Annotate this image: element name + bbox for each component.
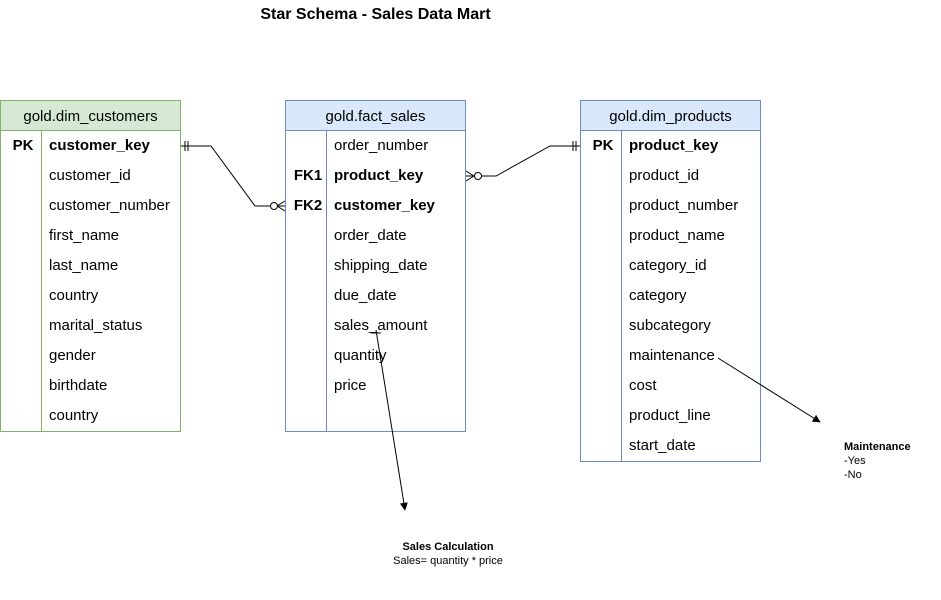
sales-note-title: Sales Calculation	[402, 541, 494, 553]
field-name: category	[629, 287, 687, 304]
table-row[interactable]: marital_status	[1, 311, 180, 341]
sales-calculation-note: Sales Calculation Sales= quantity * pric…	[376, 540, 520, 568]
maintenance-note-title: Maintenance	[844, 441, 911, 453]
zero-mark-icon	[270, 202, 278, 210]
table-row[interactable]: subcategory	[581, 311, 760, 341]
field-name: product_line	[629, 407, 711, 424]
table-row[interactable]: product_number	[581, 191, 760, 221]
table-row[interactable]: order_date	[286, 221, 465, 251]
field-name: product_id	[629, 167, 700, 184]
field-name: marital_status	[49, 317, 143, 334]
table-row[interactable]: start_date	[581, 431, 760, 461]
field-name: sales_amount	[334, 317, 428, 334]
table-row[interactable]: first_name	[1, 221, 180, 251]
table-header: gold.dim_customers	[1, 101, 180, 131]
field-name: first_name	[49, 227, 120, 244]
table-row[interactable]: product_id	[581, 161, 760, 191]
table-row[interactable]: gender	[1, 341, 180, 371]
relationship-sales-to-products[interactable]	[465, 141, 580, 182]
sales-amount-arrow	[375, 329, 408, 511]
table-row[interactable]: product_line	[581, 401, 760, 431]
field-name: quantity	[334, 347, 387, 364]
table-dim-products[interactable]: gold.dim_products PK product_key product_i…	[580, 100, 761, 462]
field-name: maintenance	[629, 347, 715, 364]
key-label: FK2	[293, 197, 323, 214]
table-row[interactable]: cost	[581, 371, 760, 401]
sales-note-formula: Sales= quantity * price	[393, 555, 503, 567]
table-row[interactable]: PK customer_key	[1, 131, 180, 161]
field-name: gender	[49, 347, 96, 364]
field-name: country	[49, 407, 99, 424]
table-row[interactable]: country	[1, 281, 180, 311]
field-name: customer_number	[49, 197, 170, 214]
zero-mark-icon	[474, 172, 482, 180]
field-name: last_name	[49, 257, 119, 274]
maintenance-note-line: -No	[844, 469, 862, 481]
table-row[interactable]: category_id	[581, 251, 760, 281]
field-name: product_number	[629, 197, 739, 214]
table-row[interactable]: FK1 product_key	[286, 161, 465, 191]
field-name: category_id	[629, 257, 707, 274]
field-name: product_key	[629, 137, 719, 154]
field-name: product_key	[334, 167, 424, 184]
key-label: PK	[592, 137, 614, 154]
maintenance-note-line: -Yes	[844, 455, 866, 467]
field-name: customer_key	[334, 197, 435, 214]
table-row[interactable]: sales_amount	[286, 311, 465, 341]
table-row[interactable]: price	[286, 371, 465, 401]
table-row[interactable]: customer_number	[1, 191, 180, 221]
crowfoot-icon	[276, 200, 286, 207]
table-body: PK customer_key customer_id customer_number…	[1, 131, 180, 431]
key-column-divider	[286, 131, 327, 431]
table-row[interactable]: order_number	[286, 131, 465, 161]
table-row[interactable]: due_date	[286, 281, 465, 311]
table-header: gold.fact_sales	[286, 101, 465, 131]
field-name: product_name	[629, 227, 725, 244]
table-row[interactable]: PK product_key	[581, 131, 760, 161]
field-name: due_date	[334, 287, 397, 304]
field-name: customer_key	[49, 137, 150, 154]
field-name: birthdate	[49, 377, 108, 394]
crowfoot-icon	[276, 205, 286, 212]
table-row[interactable]: last_name	[1, 251, 180, 281]
table-row[interactable]: maintenance	[581, 341, 760, 371]
field-name: shipping_date	[334, 257, 428, 274]
field-name: country	[49, 287, 99, 304]
key-column-divider	[581, 131, 622, 461]
diagram-title: Star Schema - Sales Data Mart	[260, 6, 491, 23]
table-row[interactable]: shipping_date	[286, 251, 465, 281]
relationship-customers-to-sales[interactable]	[181, 141, 286, 212]
crowfoot-icon	[465, 170, 475, 177]
field-name: price	[334, 377, 367, 394]
field-name: cost	[629, 377, 657, 394]
maintenance-note: Maintenance -Yes -No	[844, 440, 911, 482]
table-header: gold.dim_products	[581, 101, 760, 131]
key-label: FK1	[293, 167, 323, 184]
field-name: customer_id	[49, 167, 131, 184]
table-row[interactable]: category	[581, 281, 760, 311]
key-label: PK	[12, 137, 34, 154]
table-row[interactable]: FK2 customer_key	[286, 191, 465, 221]
table-row[interactable]: birthdate	[1, 371, 180, 401]
table-row[interactable]: customer_id	[1, 161, 180, 191]
maintenance-arrow	[717, 357, 821, 423]
field-name: order_number	[334, 137, 429, 154]
field-name: subcategory	[629, 317, 711, 334]
crowfoot-icon	[465, 175, 475, 182]
field-name: start_date	[629, 437, 696, 454]
key-column-divider	[1, 131, 42, 431]
table-row[interactable]: product_name	[581, 221, 760, 251]
table-row[interactable]: quantity	[286, 341, 465, 371]
field-name: order_date	[334, 227, 407, 244]
table-row[interactable]: country	[1, 401, 180, 431]
